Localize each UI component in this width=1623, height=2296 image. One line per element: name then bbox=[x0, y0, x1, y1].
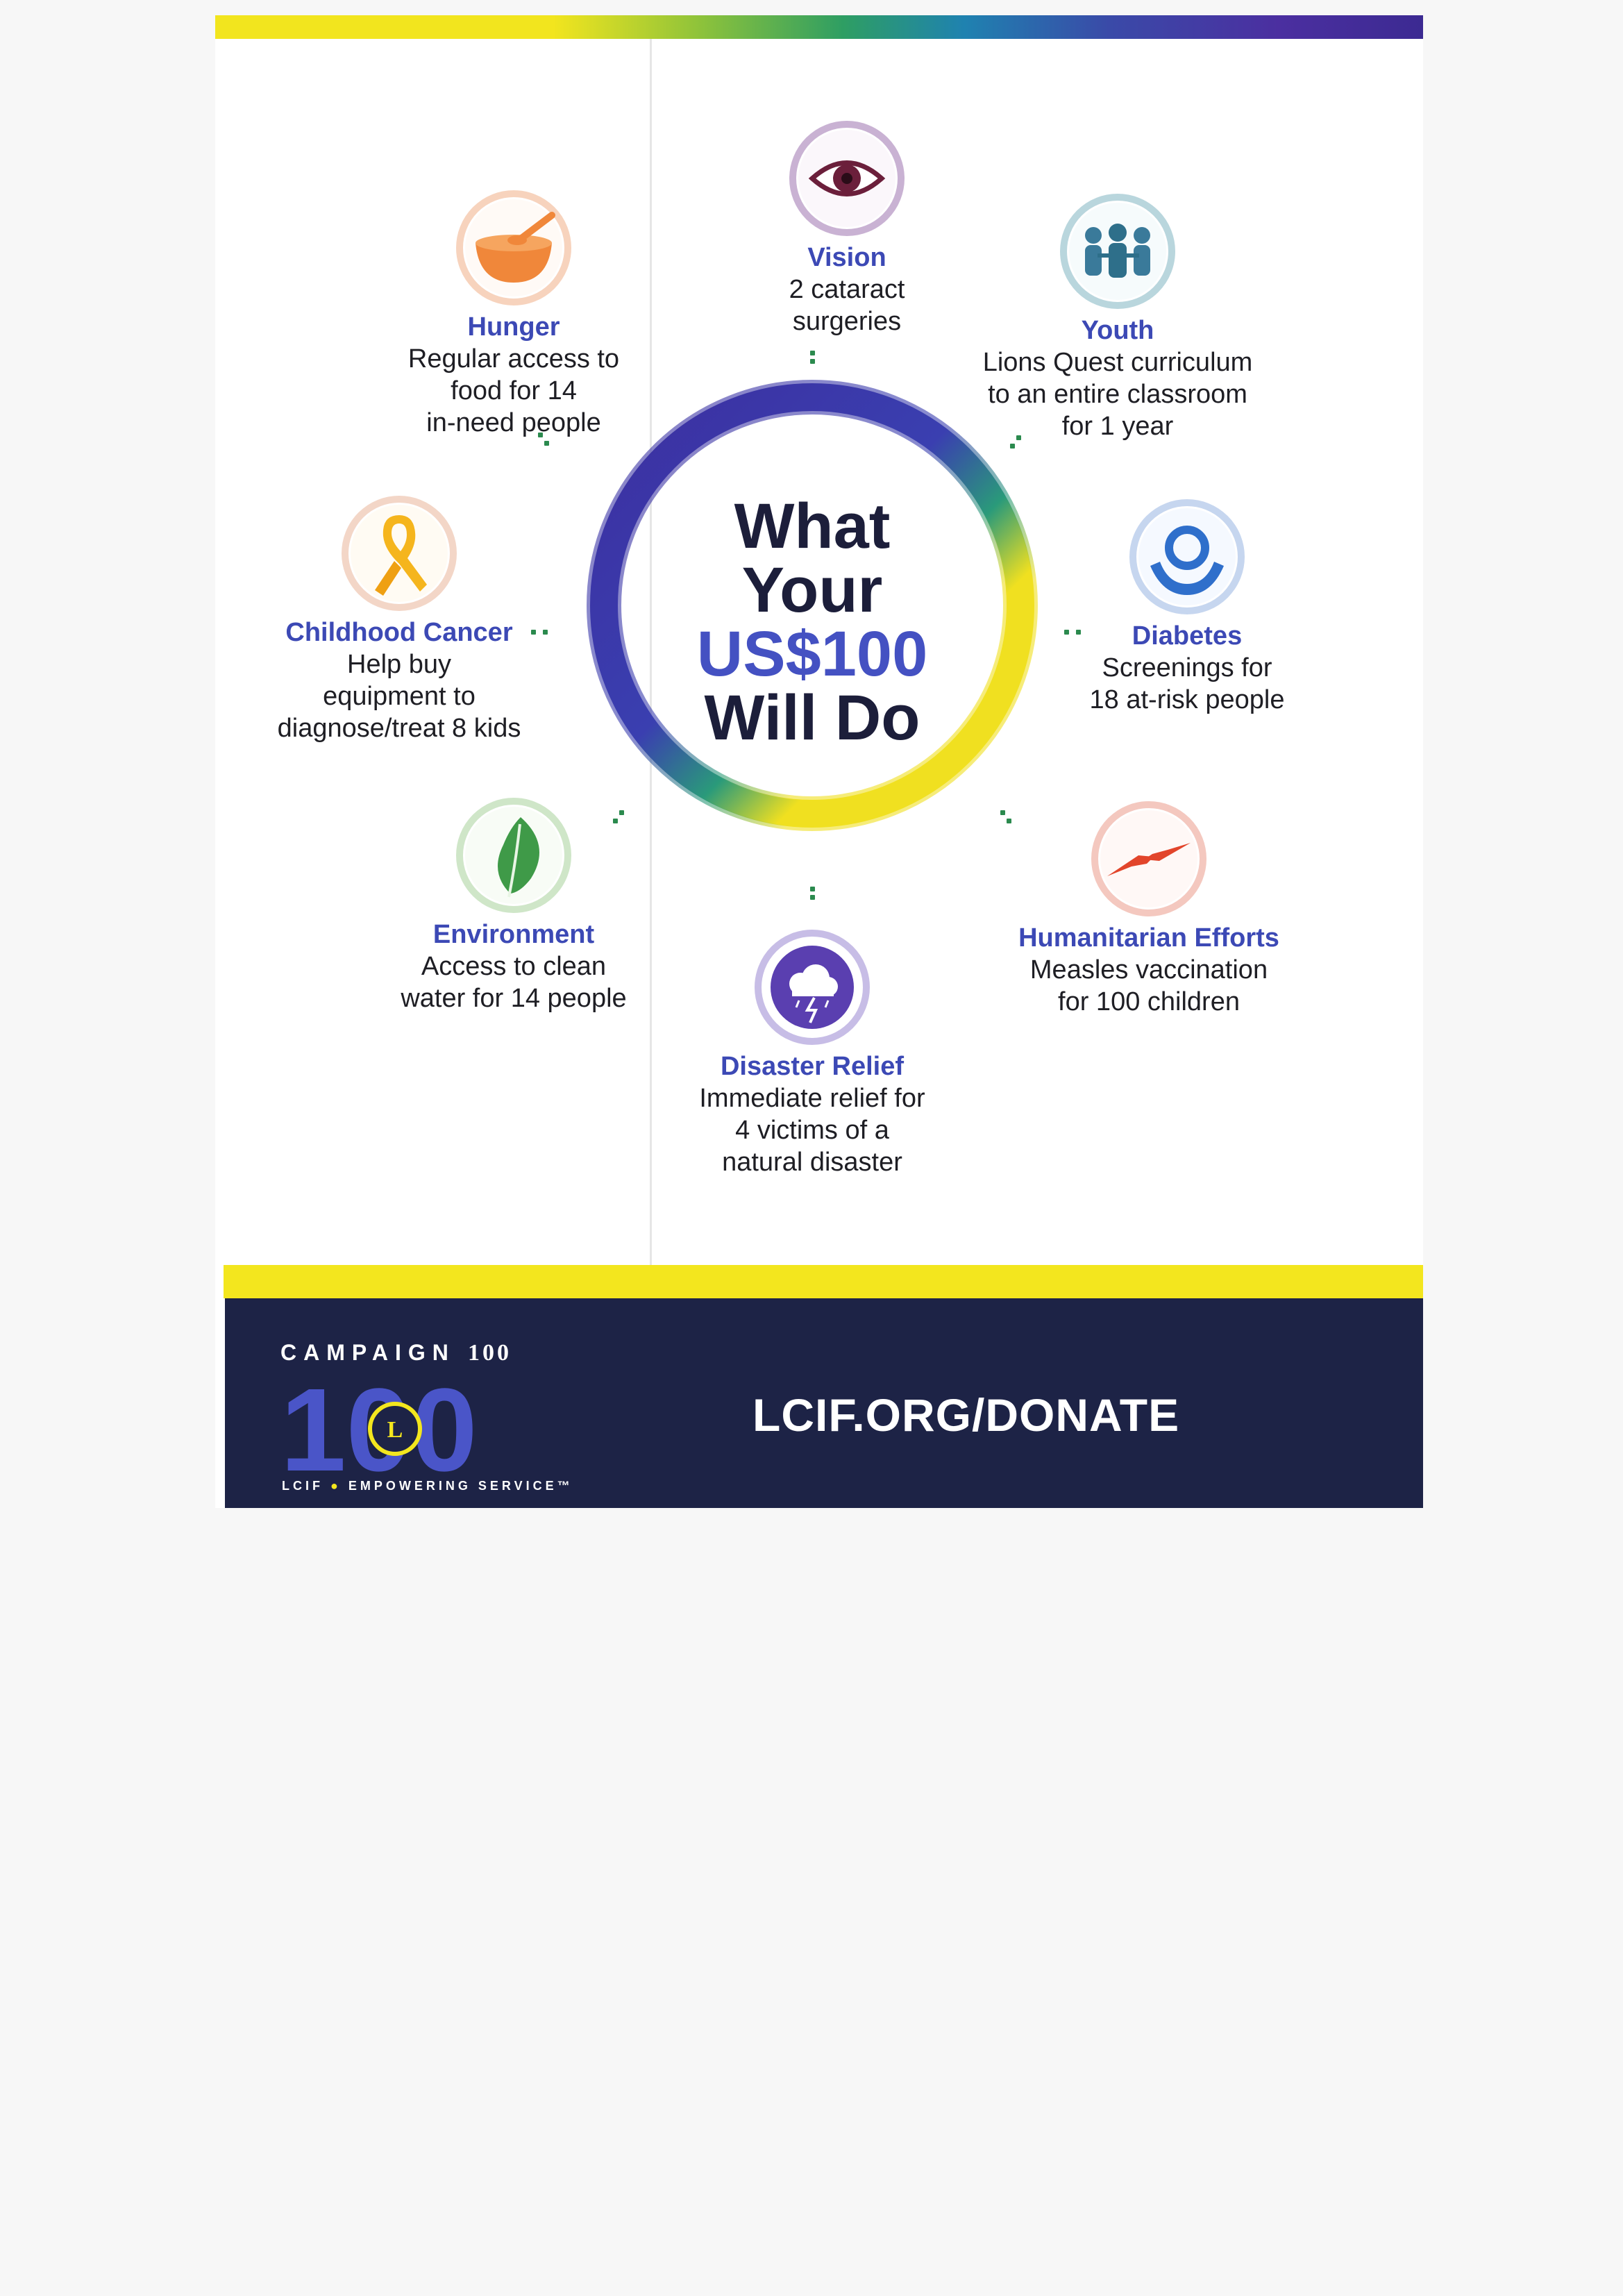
youth-title: Youth bbox=[1081, 316, 1154, 345]
children-icon bbox=[1059, 192, 1177, 310]
tagline-rest: EMPOWERING SERVICE™ bbox=[348, 1479, 573, 1493]
environment-desc: Access to clean water for 14 people bbox=[401, 952, 627, 1013]
tagline-lcif: LCIF bbox=[282, 1479, 323, 1493]
item-youth: Youth Lions Quest curriculum to an entir… bbox=[937, 192, 1298, 442]
headline-line2: Your bbox=[741, 555, 883, 626]
campaign-100-logo: CAMPAIGN 100 100 L LCIF ● EMPOWERING SER… bbox=[280, 1340, 572, 1500]
bowl-icon bbox=[455, 189, 573, 307]
lcif-tagline: LCIF ● EMPOWERING SERVICE™ bbox=[282, 1479, 573, 1493]
disaster-relief-desc: Immediate relief for 4 victims of a natu… bbox=[699, 1084, 925, 1177]
hunger-title: Hunger bbox=[467, 312, 560, 342]
humanitarian-desc: Measles vaccination for 100 children bbox=[1029, 955, 1268, 1016]
disaster-relief-title: Disaster Relief bbox=[720, 1052, 904, 1081]
item-humanitarian: Humanitarian Efforts Measles vaccination… bbox=[975, 800, 1322, 1018]
brush-ring bbox=[569, 362, 1055, 848]
flyer-sheet: Vision 2 cataract surgeries Youth Lions … bbox=[215, 15, 1423, 1508]
item-vision: Vision 2 cataract surgeries bbox=[666, 119, 1027, 337]
connector-dots-diabetes bbox=[1061, 626, 1084, 638]
svg-text:L: L bbox=[387, 1417, 403, 1443]
headline-line1: What bbox=[734, 491, 891, 562]
vision-title: Vision bbox=[807, 243, 886, 272]
connector-dots-disaster bbox=[807, 883, 818, 903]
storm-cloud-icon bbox=[753, 928, 871, 1046]
connector-dots-humanitarian bbox=[997, 807, 1015, 827]
hands-drop-icon bbox=[1128, 498, 1246, 616]
helping-hands-icon bbox=[1090, 800, 1208, 918]
childhood-cancer-title: Childhood Cancer bbox=[285, 618, 513, 647]
item-diabetes: Diabetes Screenings for 18 at-risk peopl… bbox=[1034, 498, 1340, 716]
childhood-cancer-desc: Help buy equipment to diagnose/treat 8 k… bbox=[277, 650, 521, 743]
big-100-mark: 100 L bbox=[280, 1364, 558, 1496]
ribbon-icon bbox=[340, 494, 458, 612]
footer-band: CAMPAIGN 100 100 L LCIF ● EMPOWERING SER… bbox=[225, 1298, 1423, 1508]
youth-desc: Lions Quest curriculum to an entire clas… bbox=[982, 348, 1253, 441]
gradient-top-strip bbox=[215, 15, 1423, 39]
campaign-number: 100 bbox=[468, 1340, 512, 1366]
connector-dots-vision bbox=[807, 347, 818, 367]
item-disaster-relief: Disaster Relief Immediate relief for 4 v… bbox=[632, 928, 993, 1178]
leaf-icon bbox=[455, 796, 573, 914]
headline-amount: US$100 bbox=[696, 619, 928, 689]
connector-dots-youth bbox=[1007, 432, 1025, 452]
diabetes-desc: Screenings for 18 at-risk people bbox=[1089, 653, 1285, 714]
connector-dots-cancer bbox=[528, 626, 551, 638]
yellow-band bbox=[224, 1265, 1423, 1298]
vision-desc: 2 cataract surgeries bbox=[789, 275, 905, 336]
connector-dots-environment bbox=[609, 807, 628, 827]
eye-icon bbox=[788, 119, 906, 237]
campaign-word: CAMPAIGN bbox=[280, 1340, 455, 1365]
lions-emblem-icon bbox=[368, 1402, 422, 1456]
headline: What Your US$100 Will Do bbox=[604, 494, 1020, 750]
donate-url[interactable]: LCIF.ORG/DONATE bbox=[752, 1389, 1180, 1441]
item-environment: Environment Access to clean water for 14… bbox=[340, 796, 687, 1014]
hunger-desc: Regular access to food for 14 in-need pe… bbox=[407, 344, 620, 437]
fold-line bbox=[650, 39, 652, 1508]
tagline-dot-icon: ● bbox=[330, 1479, 342, 1493]
headline-line4: Will Do bbox=[704, 682, 920, 753]
environment-title: Environment bbox=[432, 920, 595, 949]
connector-dots-hunger bbox=[535, 429, 553, 449]
humanitarian-title: Humanitarian Efforts bbox=[1018, 923, 1279, 953]
item-hunger: Hunger Regular access to food for 14 in-… bbox=[333, 189, 694, 439]
item-childhood-cancer: Childhood Cancer Help buy equipment to d… bbox=[212, 494, 587, 744]
diabetes-title: Diabetes bbox=[1132, 621, 1243, 651]
